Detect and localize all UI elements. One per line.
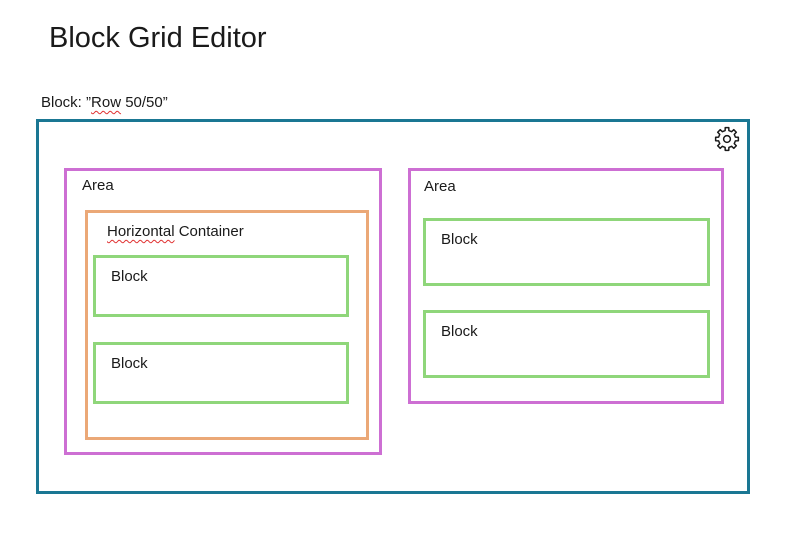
page-title: Block Grid Editor <box>49 22 267 54</box>
block-caption-name-first-word: Row <box>91 94 122 111</box>
area-right[interactable] <box>408 168 724 404</box>
horizontal-container-label: Horizontal Container <box>107 223 244 241</box>
area-right-label: Area <box>424 178 456 195</box>
horizontal-container[interactable] <box>85 210 369 440</box>
block-caption: Block: ”Row 50/50” <box>41 94 168 112</box>
block-caption-prefix: Block: ” <box>41 94 92 111</box>
gear-icon[interactable] <box>714 126 740 152</box>
area-left[interactable] <box>64 168 382 455</box>
block-left-1[interactable] <box>93 255 349 317</box>
block-left-1-label: Block <box>111 268 148 285</box>
block-right-2-label: Block <box>441 323 478 340</box>
horizontal-container-label-first-word: Horizontal <box>107 223 175 240</box>
block-left-2[interactable] <box>93 342 349 404</box>
gear-icon-graphic <box>714 126 740 152</box>
block-caption-name-rest: 50/50” <box>121 94 168 111</box>
row-block[interactable] <box>36 119 750 494</box>
area-left-label: Area <box>82 177 114 194</box>
horizontal-container-label-rest: Container <box>174 223 244 240</box>
block-right-1[interactable] <box>423 218 710 286</box>
block-left-2-label: Block <box>111 355 148 372</box>
block-right-1-label: Block <box>441 231 478 248</box>
block-right-2[interactable] <box>423 310 710 378</box>
